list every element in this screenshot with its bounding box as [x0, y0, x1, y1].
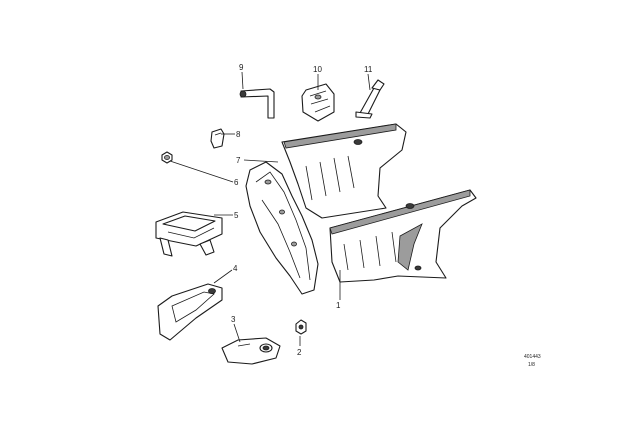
callout-2: 2	[297, 348, 302, 357]
part-10-plate[interactable]	[301, 83, 335, 122]
part-8-clip[interactable]	[210, 128, 225, 149]
callout-10: 10	[313, 65, 322, 74]
part-9-bracket[interactable]	[239, 88, 275, 119]
callout-11: 11	[364, 65, 373, 74]
callout-8: 8	[236, 130, 241, 139]
callout-1: 1	[336, 301, 341, 310]
part-5-mount-bracket[interactable]	[155, 211, 223, 257]
callout-5: 5	[234, 211, 239, 220]
part-6-bolt[interactable]	[161, 151, 173, 164]
part-2-nut[interactable]	[295, 319, 307, 335]
leader-11	[367, 73, 371, 91]
leader-6	[169, 160, 234, 183]
leader-3	[233, 323, 241, 343]
part-7-side-member[interactable]	[245, 161, 319, 295]
callout-4: 4	[233, 264, 238, 273]
reference-sheet: 1/8	[528, 362, 535, 368]
leader-lines	[169, 71, 371, 346]
leader-4	[213, 269, 233, 284]
callout-3: 3	[231, 315, 236, 324]
callout-6: 6	[234, 178, 239, 187]
part-7-wheelhouse-upper[interactable]	[281, 123, 407, 219]
leader-7	[243, 159, 279, 163]
reference-block: 401443 1/8	[524, 354, 541, 368]
part-4-gusset[interactable]	[157, 283, 223, 341]
callout-9: 9	[239, 63, 244, 72]
leader-9	[241, 71, 244, 90]
part-1-wheelhouse-lower[interactable]	[329, 189, 477, 283]
callout-7: 7	[236, 156, 241, 165]
part-3-flange[interactable]	[221, 337, 281, 365]
part-11-strut[interactable]	[355, 79, 385, 119]
reference-code: 401443	[524, 354, 541, 360]
callout-labels: 9 10 11 8 7 6 5 4 3 2 1	[231, 63, 373, 357]
